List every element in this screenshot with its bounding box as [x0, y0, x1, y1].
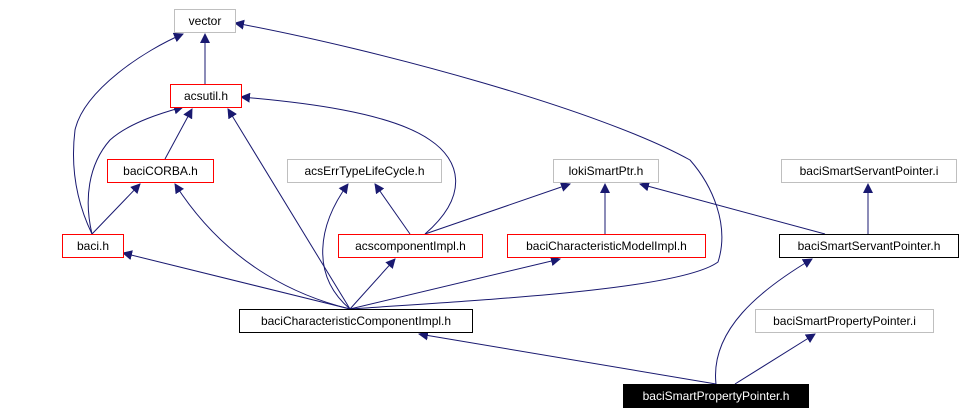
- edge-baciCharCompImpl-to-baciCharModelImpl: [349, 256, 561, 310]
- node-box: [338, 234, 483, 258]
- node-box: [287, 159, 442, 183]
- edge-baciCharCompImpl-to-acsutil: [227, 108, 351, 310]
- edge-acscomponentImpl-to-acsutil: [240, 92, 457, 235]
- node-vector[interactable]: vector: [174, 9, 236, 33]
- node-layer: vector acsutil.h baciCORBA.h baci.h acsErrTy…: [62, 9, 959, 408]
- edge-baciCharCompImpl-to-acsErrType: [322, 183, 351, 310]
- edge-baciCORBA-to-acsutil: [164, 108, 193, 160]
- edge-baci-to-vector: [73, 32, 184, 235]
- node-box: [623, 384, 809, 408]
- node-baci[interactable]: baci.h: [62, 234, 124, 258]
- node-label: acsutil.h: [184, 89, 228, 103]
- node-box: [62, 234, 124, 258]
- node-label: baciCharacteristicComponentImpl.h: [261, 314, 451, 328]
- node-box: [107, 159, 214, 183]
- node-label: baciCharacteristicModelImpl.h: [526, 239, 687, 253]
- edge-baciSmartPropPointerH-to-baciSmartPropPointerI: [734, 333, 816, 385]
- edge-baciCharCompImpl-to-acscomponentImpl: [349, 258, 396, 310]
- node-baciCharModelImpl[interactable]: baciCharacteristicModelImpl.h: [507, 234, 706, 258]
- node-lokiSmartPtr[interactable]: lokiSmartPtr.h: [553, 159, 659, 183]
- node-box: [755, 309, 934, 333]
- edge-baciCharCompImpl-to-vector: [234, 19, 723, 310]
- node-label: acsErrTypeLifeCycle.h: [304, 164, 424, 178]
- node-baciSmartPropPointerI[interactable]: baciSmartPropertyPointer.i: [755, 309, 934, 333]
- edge-baci-to-baciCORBA: [91, 183, 141, 235]
- node-label: baciSmartServantPointer.i: [800, 164, 939, 178]
- node-label: lokiSmartPtr.h: [569, 164, 644, 178]
- edge-baci-to-acsutil: [87, 104, 184, 235]
- node-box: [781, 159, 957, 183]
- node-label: baciSmartServantPointer.h: [798, 239, 941, 253]
- node-baciCharCompImpl[interactable]: baciCharacteristicComponentImpl.h: [239, 309, 473, 333]
- edge-acscomponentImpl-to-lokiSmartPtr: [424, 182, 571, 235]
- edge-baciCharCompImpl-to-baci: [122, 250, 351, 310]
- node-label: baci.h: [77, 239, 109, 253]
- node-label: acscomponentImpl.h: [355, 239, 466, 253]
- node-box: [779, 234, 959, 258]
- edge-baciSmartPropPointerH-to-baciCharCompImpl: [418, 330, 717, 385]
- node-baciSmartServantPointerH[interactable]: baciSmartServantPointer.h: [779, 234, 959, 258]
- node-box: [553, 159, 659, 183]
- node-label: baciCORBA.h: [123, 164, 198, 178]
- node-box: [170, 84, 242, 108]
- node-label: baciSmartPropertyPointer.i: [773, 314, 916, 328]
- node-acscomponentImpl[interactable]: acscomponentImpl.h: [338, 234, 483, 258]
- edge-layer: [73, 19, 873, 385]
- node-box: [239, 309, 473, 333]
- node-baciCORBA[interactable]: baciCORBA.h: [107, 159, 214, 183]
- node-baciSmartPropPointerH[interactable]: baciSmartPropertyPointer.h: [623, 384, 809, 408]
- edge-baciSmartPropPointerH-to-baciSmartServantPointerH: [715, 258, 813, 385]
- node-label: vector: [189, 14, 222, 28]
- node-box: [174, 9, 236, 33]
- node-label: baciSmartPropertyPointer.h: [643, 389, 790, 403]
- node-acsutil[interactable]: acsutil.h: [170, 84, 242, 108]
- edge-baciCharCompImpl-to-baciCORBA: [174, 183, 351, 310]
- node-acsErrType[interactable]: acsErrTypeLifeCycle.h: [287, 159, 442, 183]
- node-baciSmartServantPointerI[interactable]: baciSmartServantPointer.i: [781, 159, 957, 183]
- edge-baciSmartServantPointerH-to-lokiSmartPtr: [639, 181, 826, 235]
- node-box: [507, 234, 706, 258]
- edge-acscomponentImpl-to-acsErrType: [374, 183, 411, 235]
